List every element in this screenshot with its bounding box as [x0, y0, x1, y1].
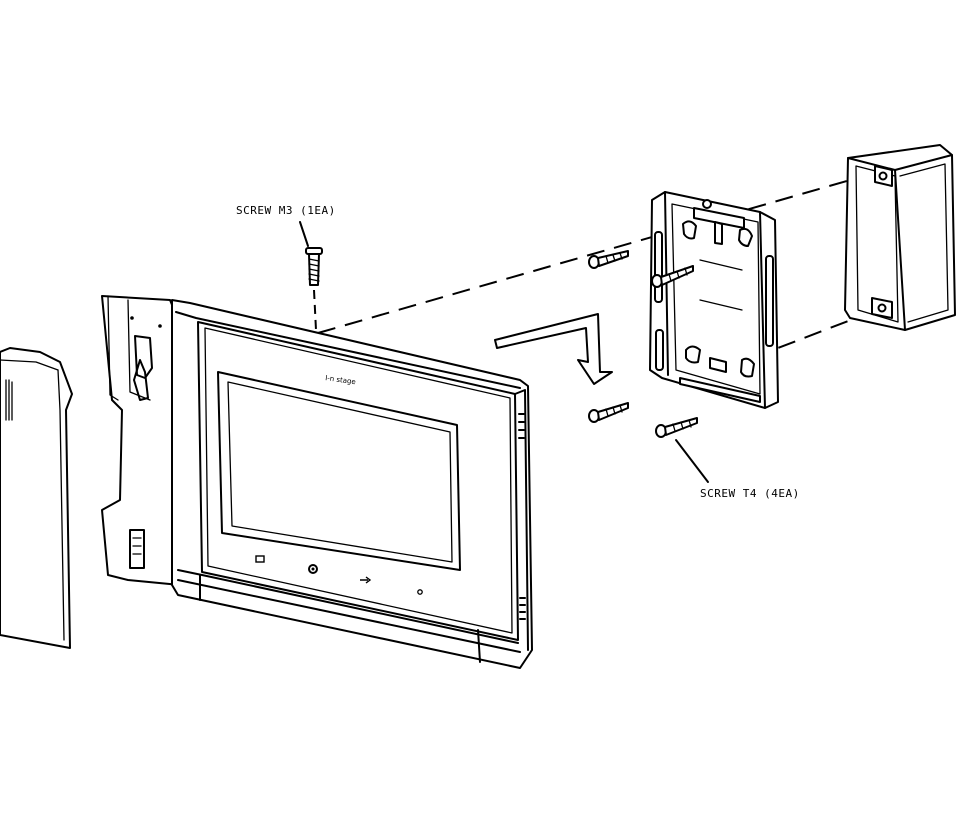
door-open-icon [360, 576, 372, 584]
screws-t4 [588, 250, 709, 483]
screw-t4-3 [588, 402, 629, 423]
screw-m3-label: SCREW M3 (1EA) [236, 204, 336, 217]
screw-m3-leader [299, 221, 309, 247]
handset [0, 347, 73, 649]
screw-t4-label: SCREW T4 (4EA) [700, 487, 800, 500]
monitor-button-row [255, 555, 423, 595]
wall-junction-box [844, 144, 956, 331]
talk-button-icon [308, 564, 318, 574]
screw-m3 [299, 221, 323, 331]
screw-t4-1 [588, 250, 629, 269]
screw-t4-leader [675, 439, 709, 483]
monitor: I-n stage [101, 295, 533, 669]
screw-t4-2 [651, 265, 694, 288]
alignment-lines [317, 169, 886, 379]
alignment-line-top [317, 169, 886, 334]
monitor-vents [518, 413, 526, 620]
menu-dot-icon [417, 589, 423, 595]
mounting-direction-arrow [494, 313, 613, 385]
screw-t4-4 [655, 417, 698, 438]
monitor-icon [255, 555, 265, 563]
wall-bracket [649, 191, 779, 409]
